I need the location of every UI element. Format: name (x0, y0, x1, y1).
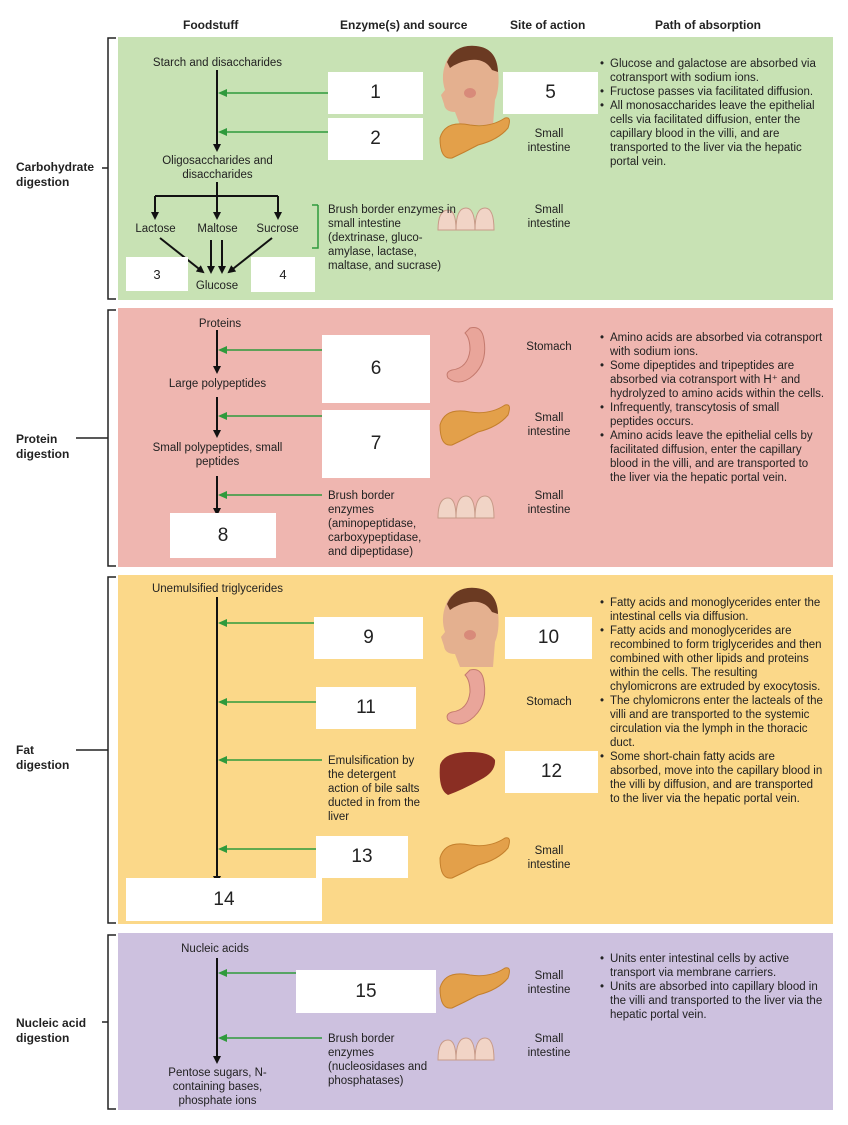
carb-site-brush: Small intestine (527, 204, 571, 230)
protein-absorption: Amino acids are absorbed via cotransport… (600, 331, 825, 485)
stomach-icon (446, 327, 486, 725)
villi-icon (437, 207, 495, 1061)
sucrose-label: Sucrose (256, 223, 299, 235)
head-icon-fat (441, 587, 499, 667)
carb-absorption-item: Fructose passes via facilitated diffusio… (600, 85, 825, 99)
glucose-label: Glucose (195, 280, 239, 292)
fat-absorption: Fatty acids and monoglycerides enter the… (600, 596, 825, 806)
nucleic-absorption-item: Units are absorbed into capillary blood … (600, 980, 825, 1022)
proteins-label: Proteins (198, 318, 242, 330)
section-fat: Fat digestion (16, 743, 70, 772)
blank-box-8[interactable]: 8 (170, 513, 276, 558)
fat-absorption-item: Fatty acids and monoglycerides are recom… (600, 624, 825, 694)
fat-site-pancreas: Small intestine (527, 845, 571, 871)
lactose-label: Lactose (135, 223, 176, 235)
protein-absorption-item: Amino acids leave the epithelial cells b… (600, 429, 825, 485)
protein-absorption-item: Some dipeptides and tripeptides are abso… (600, 359, 825, 401)
protein-absorption-item: Infrequently, transcytosis of small pept… (600, 401, 825, 429)
blank-box-2[interactable]: 2 (328, 118, 423, 160)
blank-box-1[interactable]: 1 (328, 72, 423, 114)
fat-absorption-item: Fatty acids and monoglycerides enter the… (600, 596, 825, 624)
blank-box-3[interactable]: 3 (126, 257, 188, 291)
nucleic-site-brush: Small intestine (527, 1033, 571, 1059)
protein-site-stomach: Stomach (526, 341, 572, 353)
section-protein: Protein digestion (16, 432, 70, 461)
protein-site-brush: Small intestine (527, 490, 571, 516)
blank-box-9[interactable]: 9 (314, 617, 423, 659)
carb-absorption-item: Glucose and galactose are absorbed via c… (600, 57, 825, 85)
nucleic-site-pancreas: Small intestine (527, 970, 571, 996)
small-polypeptides-label: Small polypeptides, small peptides (152, 442, 283, 468)
header-site: Site of action (510, 18, 586, 32)
carb-absorption-item: All monosaccharides leave the epithelial… (600, 99, 825, 169)
oligo-label: Oligosaccharides and disaccharides (162, 155, 273, 181)
fat-absorption-item: The chylomicrons enter the lacteals of t… (600, 694, 825, 750)
protein-absorption-item: Amino acids are absorbed via cotransport… (600, 331, 825, 359)
section-carb: Carbohydrate digestion (16, 160, 95, 189)
nucleic-brush-label: Brush border enzymes (nucleosidases and … (328, 1033, 428, 1087)
blank-box-7[interactable]: 7 (322, 410, 430, 478)
header-foodstuff: Foodstuff (183, 18, 239, 32)
nucleic-acids-label: Nucleic acids (181, 943, 249, 955)
carb-absorption: Glucose and galactose are absorbed via c… (600, 57, 825, 169)
fat-site-stomach: Stomach (526, 696, 572, 708)
header-path: Path of absorption (655, 18, 761, 32)
blank-box-10[interactable]: 10 (505, 617, 592, 659)
emulsification-label: Emulsification by the detergent action o… (328, 755, 421, 823)
pancreas-icon (439, 117, 510, 1009)
nucleic-absorption-item: Units enter intestinal cells by active t… (600, 952, 825, 980)
unemulsified-label: Unemulsified triglycerides (151, 583, 284, 595)
blank-box-11[interactable]: 11 (316, 687, 416, 729)
blank-box-4[interactable]: 4 (251, 257, 315, 292)
section-brackets (76, 37, 116, 1110)
carb-brush-label: Brush border enzymes in small intestine … (328, 204, 456, 272)
large-polypeptides-label: Large polypeptides (168, 378, 267, 390)
blank-box-12[interactable]: 12 (505, 751, 598, 793)
maltose-label: Maltose (197, 223, 238, 235)
protein-brush-label: Brush border enzymes (aminopeptidase, ca… (328, 490, 422, 558)
header-enzymes: Enzyme(s) and source (340, 18, 468, 32)
blank-box-14[interactable]: 14 (126, 878, 322, 921)
blank-box-15[interactable]: 15 (296, 970, 436, 1013)
blank-box-6[interactable]: 6 (322, 335, 430, 403)
head-icon (441, 45, 499, 125)
protein-site-pancreas: Small intestine (527, 412, 571, 438)
nucleic-products-label: Pentose sugars, N-containing bases, phos… (168, 1067, 267, 1107)
carb-site-pancreas: Small intestine (527, 128, 571, 154)
nucleic-absorption: Units enter intestinal cells by active t… (600, 952, 825, 1022)
fat-absorption-item: Some short-chain fatty acids are absorbe… (600, 750, 825, 806)
liver-icon (439, 752, 496, 795)
blank-box-5[interactable]: 5 (503, 72, 598, 114)
section-nucleic: Nucleic acid digestion (16, 1016, 87, 1045)
starch-label: Starch and disaccharides (152, 57, 283, 69)
blank-box-13[interactable]: 13 (316, 836, 408, 878)
